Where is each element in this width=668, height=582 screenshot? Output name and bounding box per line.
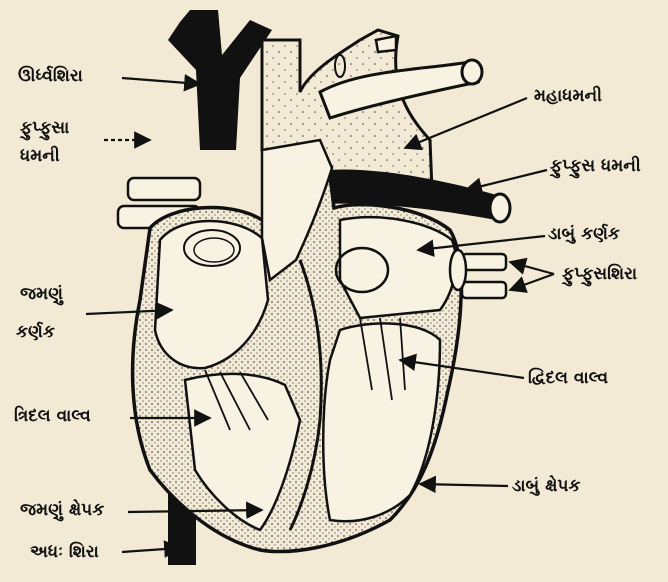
label-aorta: મહાધમની	[534, 86, 602, 106]
label-pulmonary-artery-left-line1: ફુપ્ફુસા	[20, 118, 69, 138]
label-right-ventricle: જમણું ક્ષેપક	[20, 500, 104, 520]
leader-left-ventricle	[420, 484, 508, 486]
left-ventricle	[323, 323, 440, 521]
leader-pulm-vein-1	[510, 262, 554, 274]
left-atrium	[340, 217, 456, 318]
label-tricuspid-valve: ત્રિદલ વાલ્વ	[14, 406, 91, 426]
label-bicuspid-valve: દ્વિદલ વાલ્વ	[528, 368, 608, 388]
label-pulmonary-artery-right: ફુપ્ફુસ ધમની	[550, 156, 641, 176]
label-right-atrium-line2: કર્ણક	[16, 322, 55, 342]
superior-vena-cava	[168, 10, 272, 150]
leader-svc	[122, 78, 200, 84]
label-left-atrium: ડાબું કર્ણક	[548, 224, 620, 244]
label-inferior-vena-cava: અધઃ શિરા	[30, 542, 99, 562]
leader-pulm-vein-2	[510, 274, 554, 290]
right-pulmonary-veins	[450, 250, 506, 298]
label-right-atrium-line1: જમણું	[20, 284, 63, 304]
label-superior-vena-cava: ઊર્ધ્વશિરા	[18, 66, 83, 86]
label-pulmonary-veins: ફુપ્ફુસશિરા	[562, 264, 637, 284]
leader-pulm-artery-right	[466, 170, 547, 190]
label-left-ventricle: ડાબું ક્ષેપક	[512, 476, 580, 496]
leader-aorta	[405, 98, 527, 148]
label-pulmonary-artery-left-line2: ધમની	[20, 146, 60, 166]
